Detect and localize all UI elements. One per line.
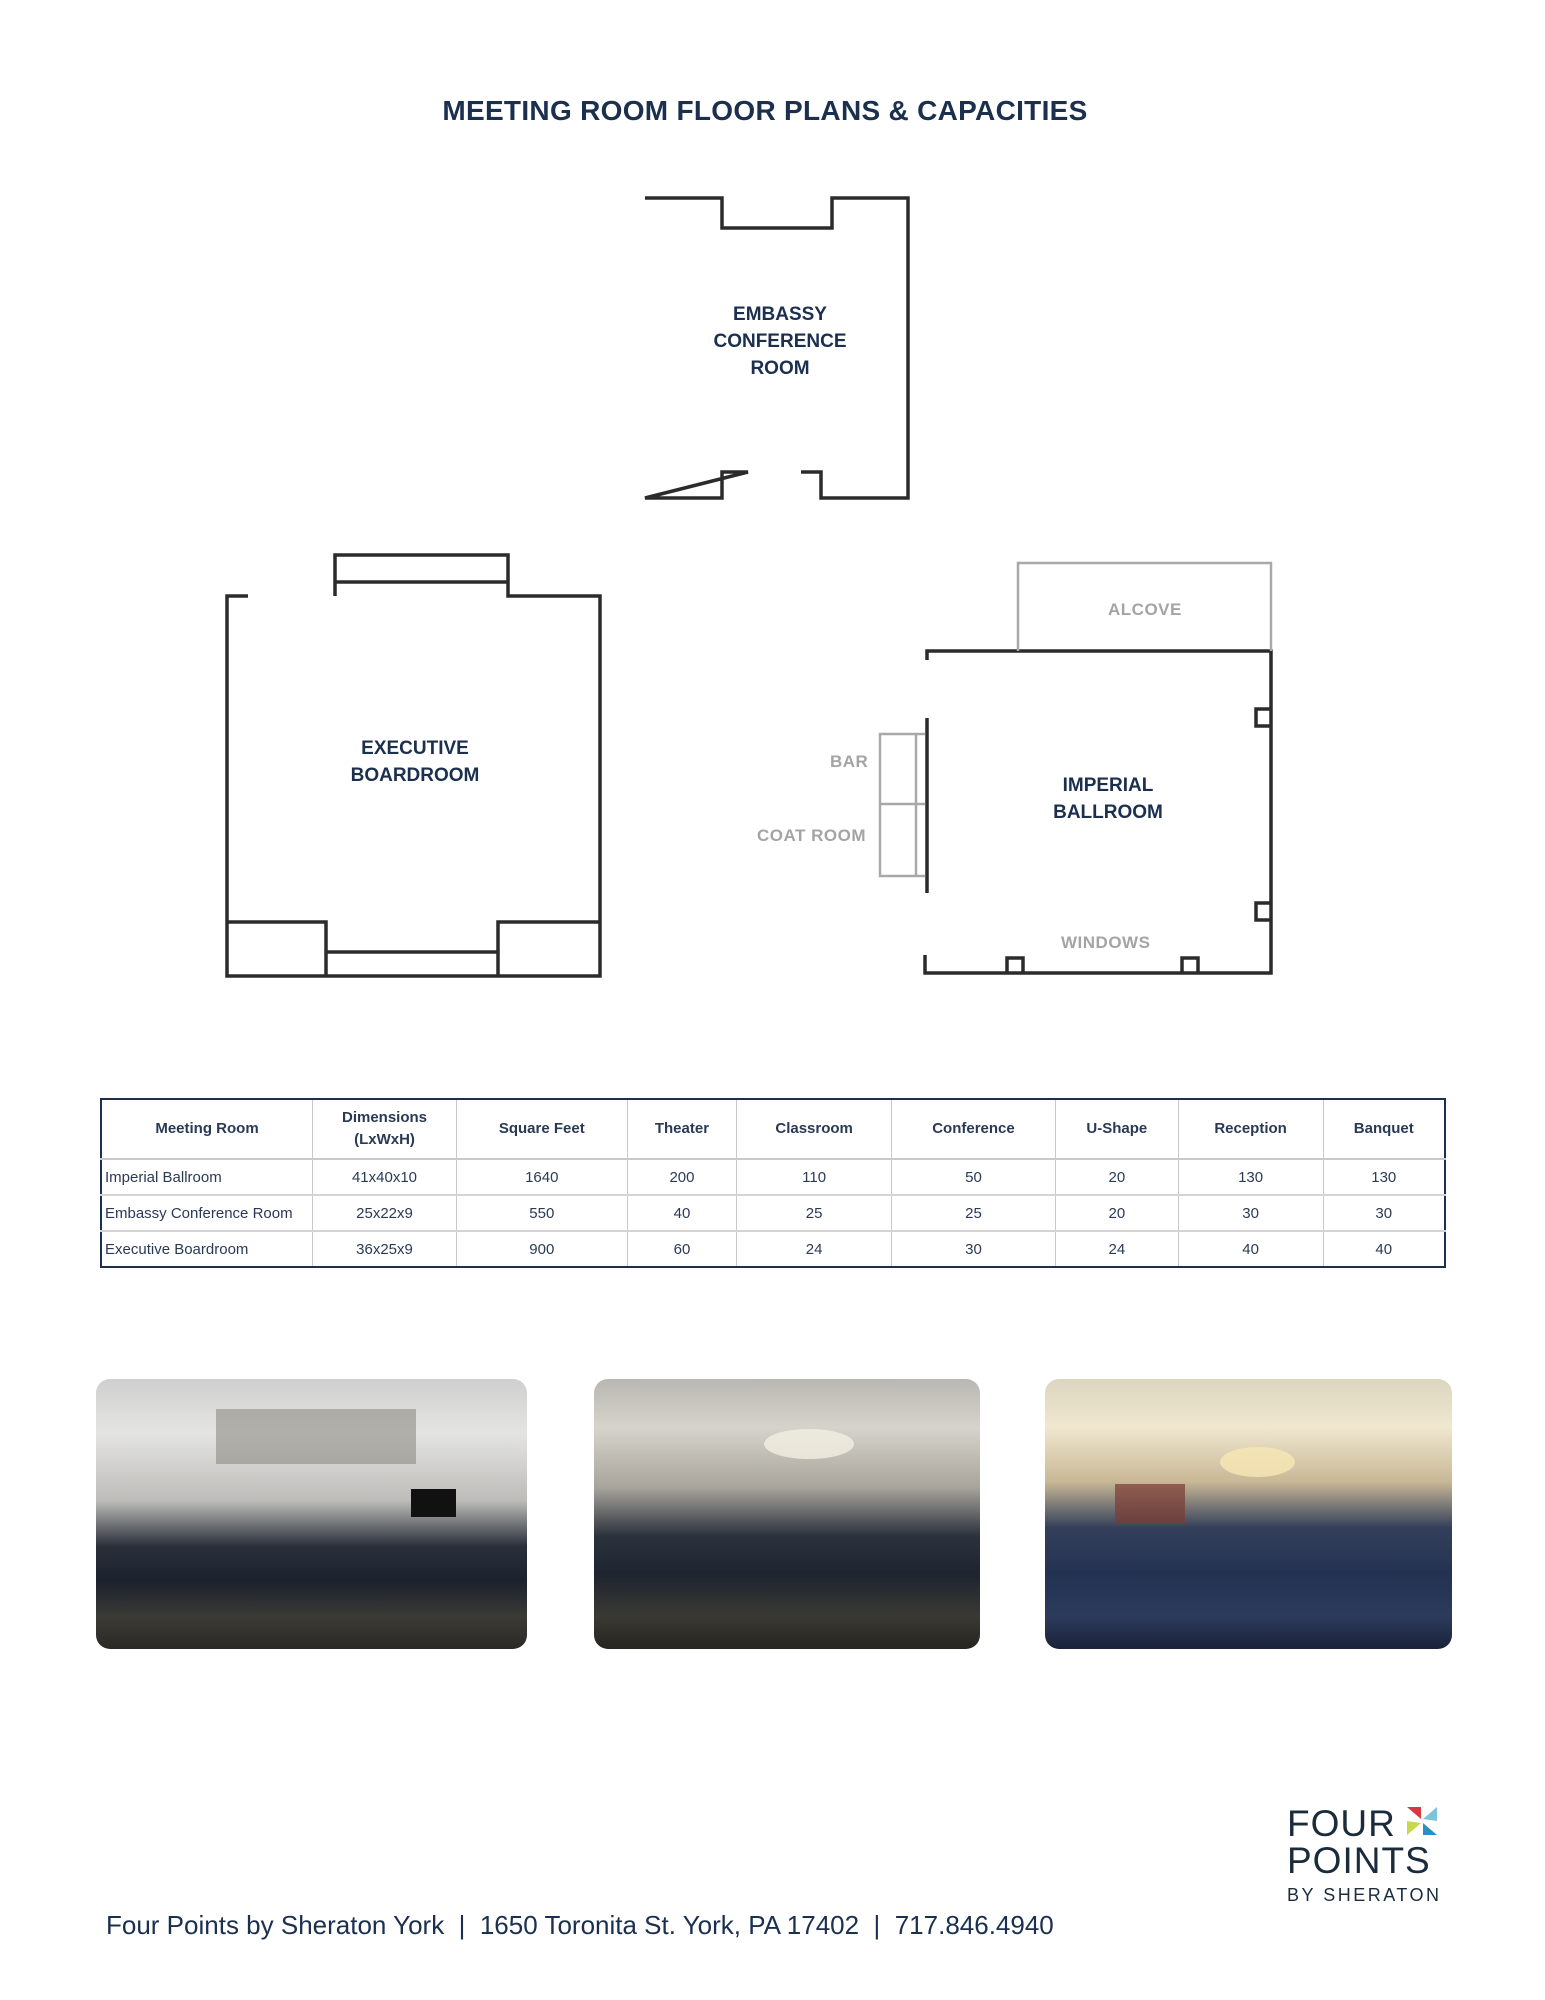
header-text: Classroom xyxy=(775,1120,853,1137)
table-cell: Imperial Ballroom xyxy=(101,1159,313,1196)
table-cell: 130 xyxy=(1323,1159,1445,1196)
table-cell: 60 xyxy=(627,1231,738,1267)
header-text: Dimensions xyxy=(341,1109,428,1126)
chandelier xyxy=(1220,1447,1295,1477)
label-line: CONFERENCE xyxy=(713,331,847,352)
logo-line-2: POINTS xyxy=(1287,1840,1431,1881)
table-cell: 130 xyxy=(1178,1159,1324,1196)
table-cell: 20 xyxy=(1055,1195,1179,1232)
footer-contact: Four Points by Sheraton York | 1650 Toro… xyxy=(106,1910,1054,1940)
table-cell: 20 xyxy=(1055,1159,1179,1196)
col-header: U-Shape xyxy=(1055,1099,1179,1160)
logo-line-3: BY SHERATON xyxy=(1287,1885,1442,1905)
table-cell: 30 xyxy=(1178,1195,1324,1232)
table-cell: 30 xyxy=(891,1231,1057,1267)
table-cell: 110 xyxy=(736,1159,892,1196)
table-cell: Executive Boardroom xyxy=(101,1231,313,1267)
label-line: BOARDROOM xyxy=(350,765,480,786)
table-cell: 25x22x9 xyxy=(312,1195,457,1232)
executive-room-label: EXECUTIVE BOARDROOM xyxy=(315,735,515,789)
label-line: EXECUTIVE xyxy=(361,738,469,759)
table-cell: Embassy Conference Room xyxy=(101,1195,313,1232)
alcove-outline xyxy=(1016,561,1273,651)
header-text: Meeting Room xyxy=(155,1120,259,1137)
col-header: Dimensions (LxWxH) xyxy=(312,1099,457,1160)
photo-executive-boardroom xyxy=(96,1379,527,1649)
col-header: Theater xyxy=(627,1099,738,1160)
label-line: BALLROOM xyxy=(1053,802,1163,823)
header-text: (LxWxH) xyxy=(354,1131,415,1148)
floor-plans xyxy=(225,196,1273,978)
table-cell: 550 xyxy=(456,1195,628,1232)
header-text: Reception xyxy=(1214,1120,1287,1137)
table-cell: 41x40x10 xyxy=(312,1159,457,1196)
coat-room-label: COAT ROOM xyxy=(757,826,867,845)
executive-room-bottom xyxy=(227,920,600,976)
header-text: Theater xyxy=(654,1120,710,1137)
table-cell: 25 xyxy=(891,1195,1057,1232)
table-cell: 24 xyxy=(1055,1231,1179,1267)
col-header: Reception xyxy=(1178,1099,1324,1160)
table-cell: 1640 xyxy=(456,1159,628,1196)
imperial-room-label: IMPERIAL BALLROOM xyxy=(1008,772,1208,826)
wall-art xyxy=(1115,1484,1185,1524)
embassy-room-label: EMBASSY CONFERENCE ROOM xyxy=(680,301,880,382)
ceiling-detail xyxy=(216,1409,416,1464)
label-line: EMBASSY xyxy=(733,304,827,325)
table-cell: 40 xyxy=(627,1195,738,1232)
label-line: IMPERIAL xyxy=(1062,775,1154,796)
label-line: ROOM xyxy=(750,358,810,379)
table-cell: 36x25x9 xyxy=(312,1231,457,1267)
table-cell: 200 xyxy=(627,1159,738,1196)
imperial-room-outline xyxy=(923,649,1273,975)
chandelier xyxy=(764,1429,854,1459)
capacity-table: Meeting Room Dimensions (LxWxH) Square Fe… xyxy=(100,1098,1446,1268)
logo-text: FOUR xyxy=(1287,1803,1396,1844)
photo-imperial-ballroom xyxy=(594,1379,980,1649)
alcove-label: ALCOVE xyxy=(1108,600,1182,619)
tv-screen xyxy=(411,1489,456,1517)
col-header: Square Feet xyxy=(456,1099,628,1160)
executive-room-outline xyxy=(225,553,602,978)
table-cell: 25 xyxy=(736,1195,892,1232)
photo-ballroom-theater xyxy=(1045,1379,1452,1649)
embassy-room-outline xyxy=(644,196,910,500)
table-cell: 40 xyxy=(1178,1231,1324,1267)
col-header: Classroom xyxy=(736,1099,892,1160)
header-text: Conference xyxy=(932,1120,1015,1137)
header-text: Square Feet xyxy=(498,1120,585,1137)
col-header: Meeting Room xyxy=(101,1099,313,1160)
header-text: U-Shape xyxy=(1086,1120,1148,1137)
col-header: Banquet xyxy=(1323,1099,1445,1160)
table-cell: 24 xyxy=(736,1231,892,1267)
col-header: Conference xyxy=(891,1099,1057,1160)
bar-label: BAR xyxy=(830,752,869,771)
four-points-logo: FOUR POINTS BY SHERATON xyxy=(1287,1805,1447,1906)
logo-line-1: FOUR xyxy=(1287,1805,1447,1842)
table-cell: 30 xyxy=(1323,1195,1445,1232)
table-cell: 900 xyxy=(456,1231,628,1267)
header-text: Banquet xyxy=(1353,1120,1414,1137)
bar-coatroom-outline xyxy=(878,732,925,878)
page-title: MEETING ROOM FLOOR PLANS & CAPACITIES xyxy=(442,95,1088,126)
table-cell: 50 xyxy=(891,1159,1057,1196)
windows-label: WINDOWS xyxy=(1061,933,1151,952)
table-cell: 40 xyxy=(1375,1240,1393,1258)
pinwheel-icon xyxy=(1407,1807,1438,1835)
table-header-row: Meeting Room Dimensions (LxWxH) Square Fe… xyxy=(101,1099,1445,1160)
